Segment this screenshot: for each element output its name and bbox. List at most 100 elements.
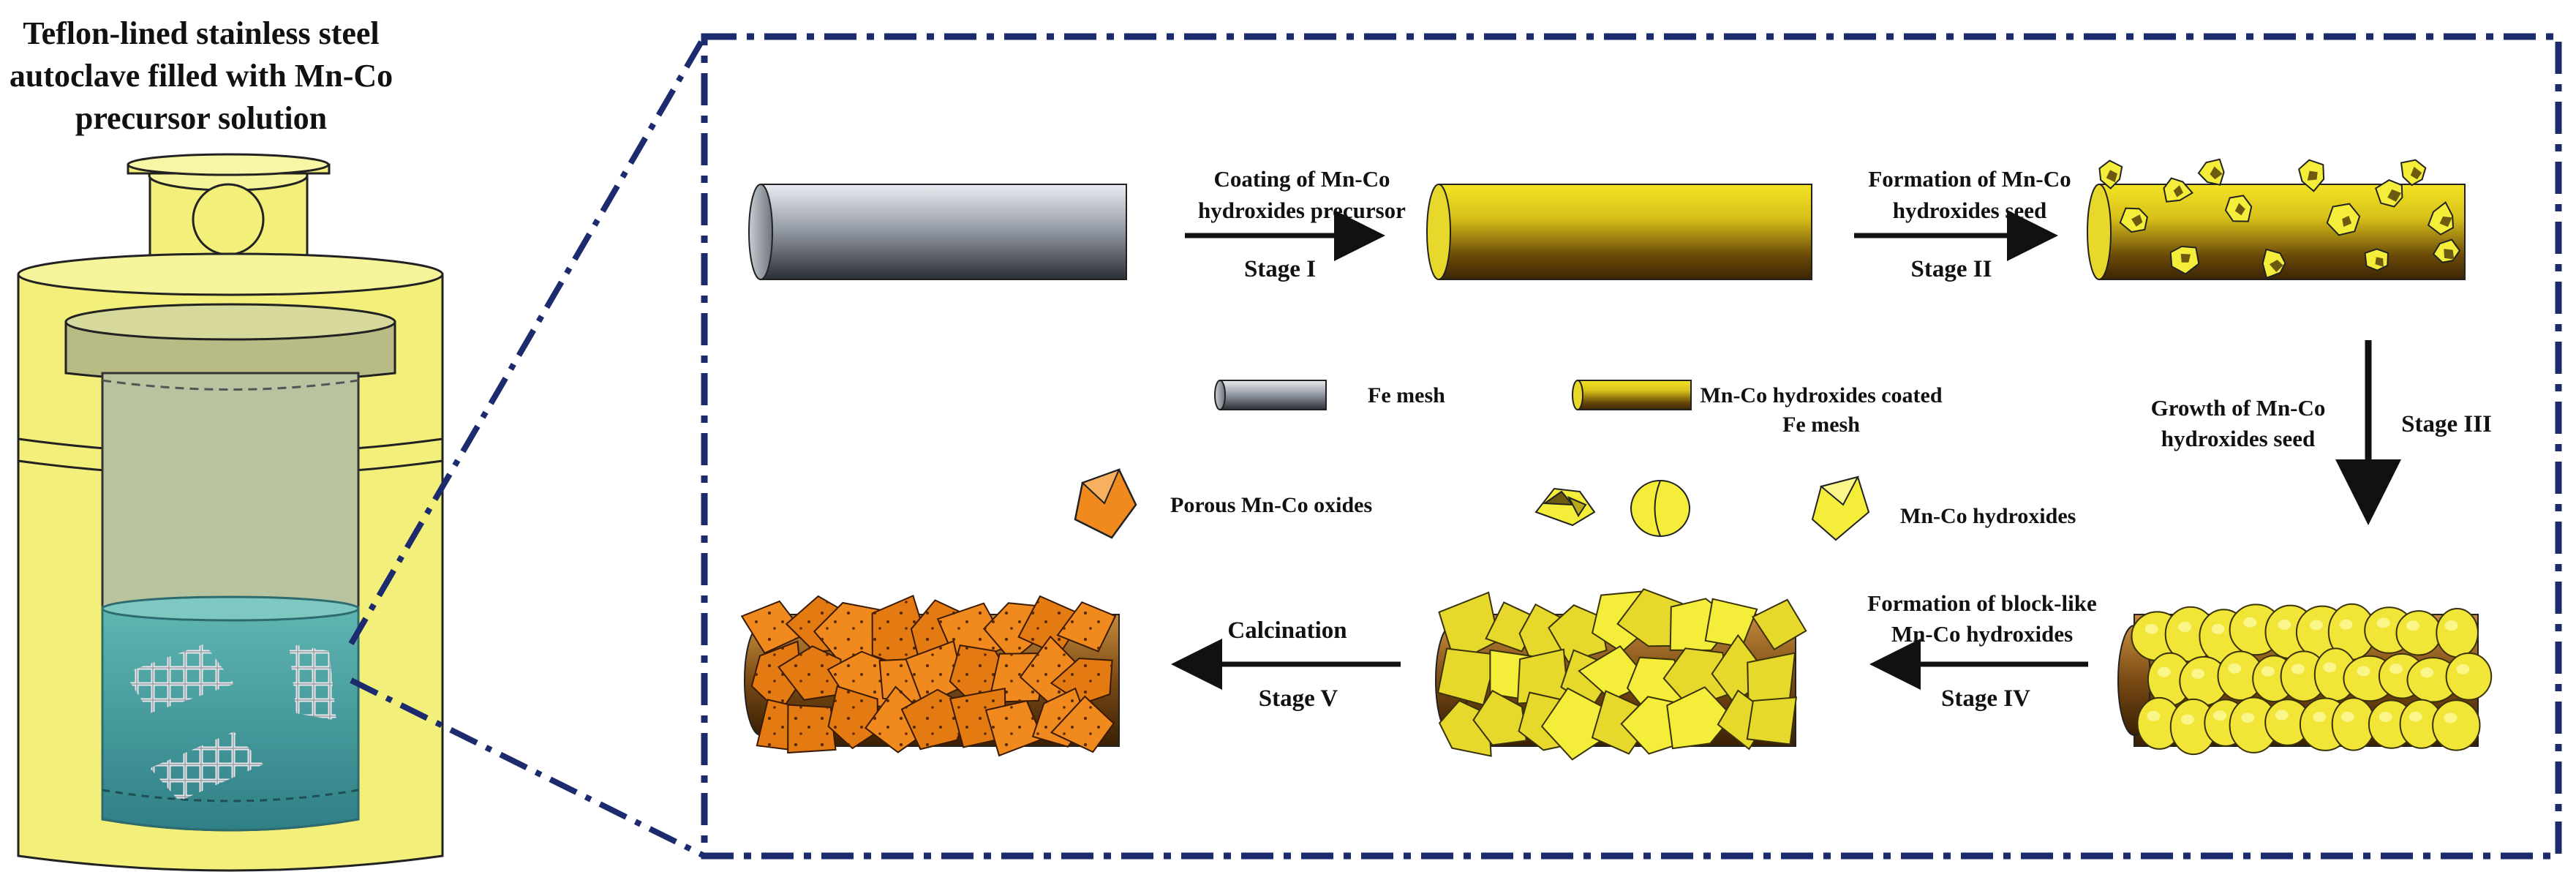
autoclave-cap — [127, 153, 331, 257]
legend-fe-mesh-label: Fe mesh — [1368, 383, 1445, 407]
hydroxide-seed-shade — [2210, 166, 2223, 180]
stage-1-desc-line-1: Coating of Mn-Co — [1213, 166, 1390, 192]
zoom-lines — [348, 34, 707, 859]
hydroxide-highlight — [2444, 620, 2458, 631]
process-frame — [701, 33, 2562, 860]
oxide-pores — [814, 603, 883, 665]
hydroxide-highlight — [2291, 663, 2305, 674]
hydroxide-seed-shade — [2173, 185, 2183, 198]
hydroxide-highlight — [2313, 712, 2327, 723]
hydroxide-seed-shade — [2342, 216, 2352, 227]
hydroxide-block — [1746, 696, 1798, 745]
fe-mesh-pieces — [124, 644, 336, 801]
hydroxide-sphere-icon — [1630, 480, 1690, 537]
stage-2-label: Stage II — [1911, 256, 1992, 282]
oxide-pores — [751, 641, 802, 713]
hydroxide-seed-shade — [2234, 203, 2245, 216]
legend: Fe mesh Mn-Co hydroxides coated Fe mesh … — [1074, 380, 2076, 541]
oxide-pores — [828, 686, 878, 748]
fe-mesh-piece — [150, 732, 263, 801]
legend-coated-line-1: Mn-Co hydroxides coated — [1700, 383, 1942, 407]
legend-oxides-label: Porous Mn-Co oxides — [1170, 493, 1372, 517]
hydroxide-seed — [2427, 201, 2455, 236]
hydroxide-highlight — [2420, 667, 2434, 678]
hydroxide-highlight — [2376, 617, 2390, 628]
hydroxide-highlight — [2157, 666, 2171, 677]
hydroxide-highlight — [2340, 711, 2354, 722]
stage-4-desc-line-1: Formation of block-like — [1867, 590, 2096, 616]
hydroxide-seed-shade — [2375, 257, 2384, 267]
hydroxide-block — [1666, 686, 1733, 750]
hydroxide-highlight — [2178, 622, 2191, 632]
hydroxide-seed-shade — [2410, 167, 2422, 180]
legend-hydroxides: Mn-Co hydroxides — [1534, 475, 2076, 541]
block-hydroxide-rod — [1435, 588, 1807, 761]
stage-3-label: Stage III — [2401, 411, 2492, 437]
oxide-pores — [986, 701, 1043, 756]
hydroxide-highlight — [2406, 620, 2419, 631]
hydroxide-highlight — [2191, 669, 2205, 680]
oxide-pores — [872, 595, 925, 671]
hydroxide-highlight — [2339, 619, 2353, 630]
hydroxide-highlight — [2261, 666, 2275, 677]
hydroxide-highlight — [2456, 663, 2470, 674]
hydroxide-highlight — [2379, 712, 2392, 723]
legend-coated: Mn-Co hydroxides coated Fe mesh — [1572, 380, 1943, 437]
stage-4-step: Formation of block-like Mn-Co hydroxides… — [1867, 590, 2096, 712]
seeded-rod — [2087, 158, 2466, 280]
hydroxide-highlight — [2241, 713, 2255, 723]
autoclave-title-line-3: precursor solution — [75, 100, 327, 136]
hydroxide-seed-shade — [2444, 249, 2455, 260]
stage-2-desc-line-1: Formation of Mn-Co — [1868, 166, 2071, 192]
hydroxide-highlight — [2278, 619, 2291, 630]
hydroxide-particle — [2395, 610, 2442, 656]
oxide-pores — [778, 646, 841, 700]
stage-5-desc-line-1: Calcination — [1227, 617, 1347, 644]
oxide-pores — [1018, 596, 1085, 655]
porous-oxide-particles — [740, 594, 1117, 757]
hydroxide-seed-shade — [2439, 216, 2452, 228]
hydroxide-highlight — [2444, 713, 2458, 723]
coated-rod — [1426, 184, 1812, 280]
hydroxide-seed-shade — [2307, 170, 2318, 181]
oxide-pores — [1058, 602, 1115, 652]
hydroxide-seeds — [2098, 158, 2461, 279]
hydroxide-seed-shade — [2180, 254, 2191, 263]
stage-3-desc-line-1: Growth of Mn-Co — [2151, 395, 2326, 421]
fe-mesh-piece — [289, 644, 336, 721]
hydroxide-seed-shade — [2387, 189, 2401, 202]
hydroxide-highlight — [2211, 623, 2225, 634]
hydroxide-highlight — [2243, 617, 2257, 628]
legend-coated-line-2: Fe mesh — [1782, 413, 1860, 437]
grown-hydroxide-particles — [2131, 603, 2493, 756]
hydroxide-highlight — [2144, 623, 2158, 634]
oxide-pores — [905, 641, 964, 706]
autoclave-title-line-2: autoclave filled with Mn-Co — [10, 58, 393, 94]
stage-1-label: Stage I — [1244, 256, 1316, 282]
stage-4-label: Stage IV — [1941, 685, 2030, 712]
hydroxide-cluster-icon — [1534, 487, 1596, 527]
hydroxide-seed-shade — [2131, 214, 2143, 227]
hydroxide-block — [1472, 689, 1527, 746]
autoclave-title-line-1: Teflon-lined stainless steel — [23, 15, 379, 51]
hydroxide-block — [1704, 598, 1758, 648]
hydroxide-highlight — [2389, 663, 2403, 674]
stage-1-step: Coating of Mn-Co hydroxides precursor St… — [1185, 166, 1406, 282]
hydroxide-particle — [2436, 608, 2479, 658]
block-hydroxide-particles — [1436, 588, 1807, 761]
oxide-pores — [742, 601, 805, 653]
legend-oxides: Porous Mn-Co oxides — [1074, 468, 1372, 539]
oxide-pores — [788, 704, 836, 753]
hydroxide-highlight — [2310, 620, 2323, 631]
stage-5-label: Stage V — [1259, 685, 1338, 712]
autoclave — [17, 153, 444, 872]
autoclave-title: Teflon-lined stainless steel autoclave f… — [10, 15, 393, 136]
hydroxide-highlight — [2409, 711, 2422, 722]
stage-2-desc-line-2: hydroxides seed — [1893, 198, 2046, 223]
hydroxide-block-icon — [1811, 475, 1870, 541]
stage-3-desc-line-2: hydroxides seed — [2161, 426, 2315, 451]
hydroxide-highlight — [2147, 710, 2161, 721]
stage-1-desc-line-2: hydroxides precursor — [1198, 198, 1406, 223]
stage-5-step: Calcination Stage V — [1171, 617, 1401, 712]
hydroxide-highlight — [2180, 714, 2194, 725]
